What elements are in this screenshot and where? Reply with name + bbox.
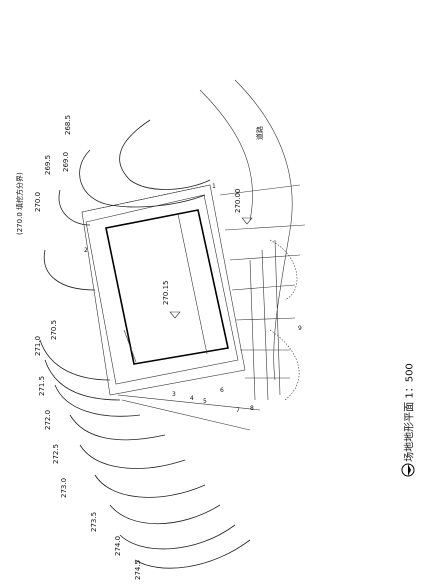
road-label: 道路 (255, 126, 264, 140)
building-pad (105, 209, 229, 365)
boundary-elevation-label: 270.00 (234, 189, 242, 214)
contour-label-269-0: 269.0 (62, 152, 70, 172)
road (199, 79, 293, 381)
contour-label-272-5: 272.5 (52, 444, 60, 464)
section-number-4: 4 (190, 395, 194, 402)
slope-arcs (81, 184, 300, 401)
section-number-1: 1 (212, 183, 216, 190)
section-number-6: 6 (220, 387, 224, 394)
contour-label-268-5: 268.5 (64, 115, 72, 135)
section-number-3: 3 (172, 391, 176, 398)
contour-label-271-5: 271.5 (38, 376, 46, 396)
contour-label-270-0: 270.0 (34, 192, 42, 212)
contour-labels: 268.5 269.0 269.5 270.0 270.5 271.0 271.… (34, 115, 142, 580)
legend-note: (270.0 填挖方分界) (15, 172, 24, 235)
section-number-8: 8 (250, 405, 254, 412)
north-arrow-icon (401, 463, 415, 477)
contour-label-273-0: 273.0 (60, 478, 68, 498)
contour-label-274-5: 274.5 (134, 560, 142, 580)
contour-label-270-5: 270.5 (50, 320, 58, 340)
drawing-title: 场地地形平面 1：500 (404, 363, 416, 462)
contour-label-273-5: 273.5 (90, 512, 98, 532)
title-block: 场地地形平面 1：500 (401, 363, 416, 477)
contour-label-269-5: 269.5 (44, 155, 52, 175)
section-number-7: 7 (236, 407, 240, 414)
contour-label-271-0: 271.0 (34, 336, 42, 356)
pad-elevation-label: 270.15 (162, 281, 170, 306)
contour-lines (39, 119, 251, 569)
section-numbers: 1 2 3 4 5 6 7 8 9 (84, 183, 302, 414)
section-number-9: 9 (298, 325, 302, 332)
section-number-5: 5 (203, 398, 207, 405)
section-number-2: 2 (84, 247, 88, 254)
contour-label-272-0: 272.0 (44, 410, 52, 430)
section-lines (117, 184, 306, 431)
contour-label-274-0: 274.0 (114, 536, 122, 556)
